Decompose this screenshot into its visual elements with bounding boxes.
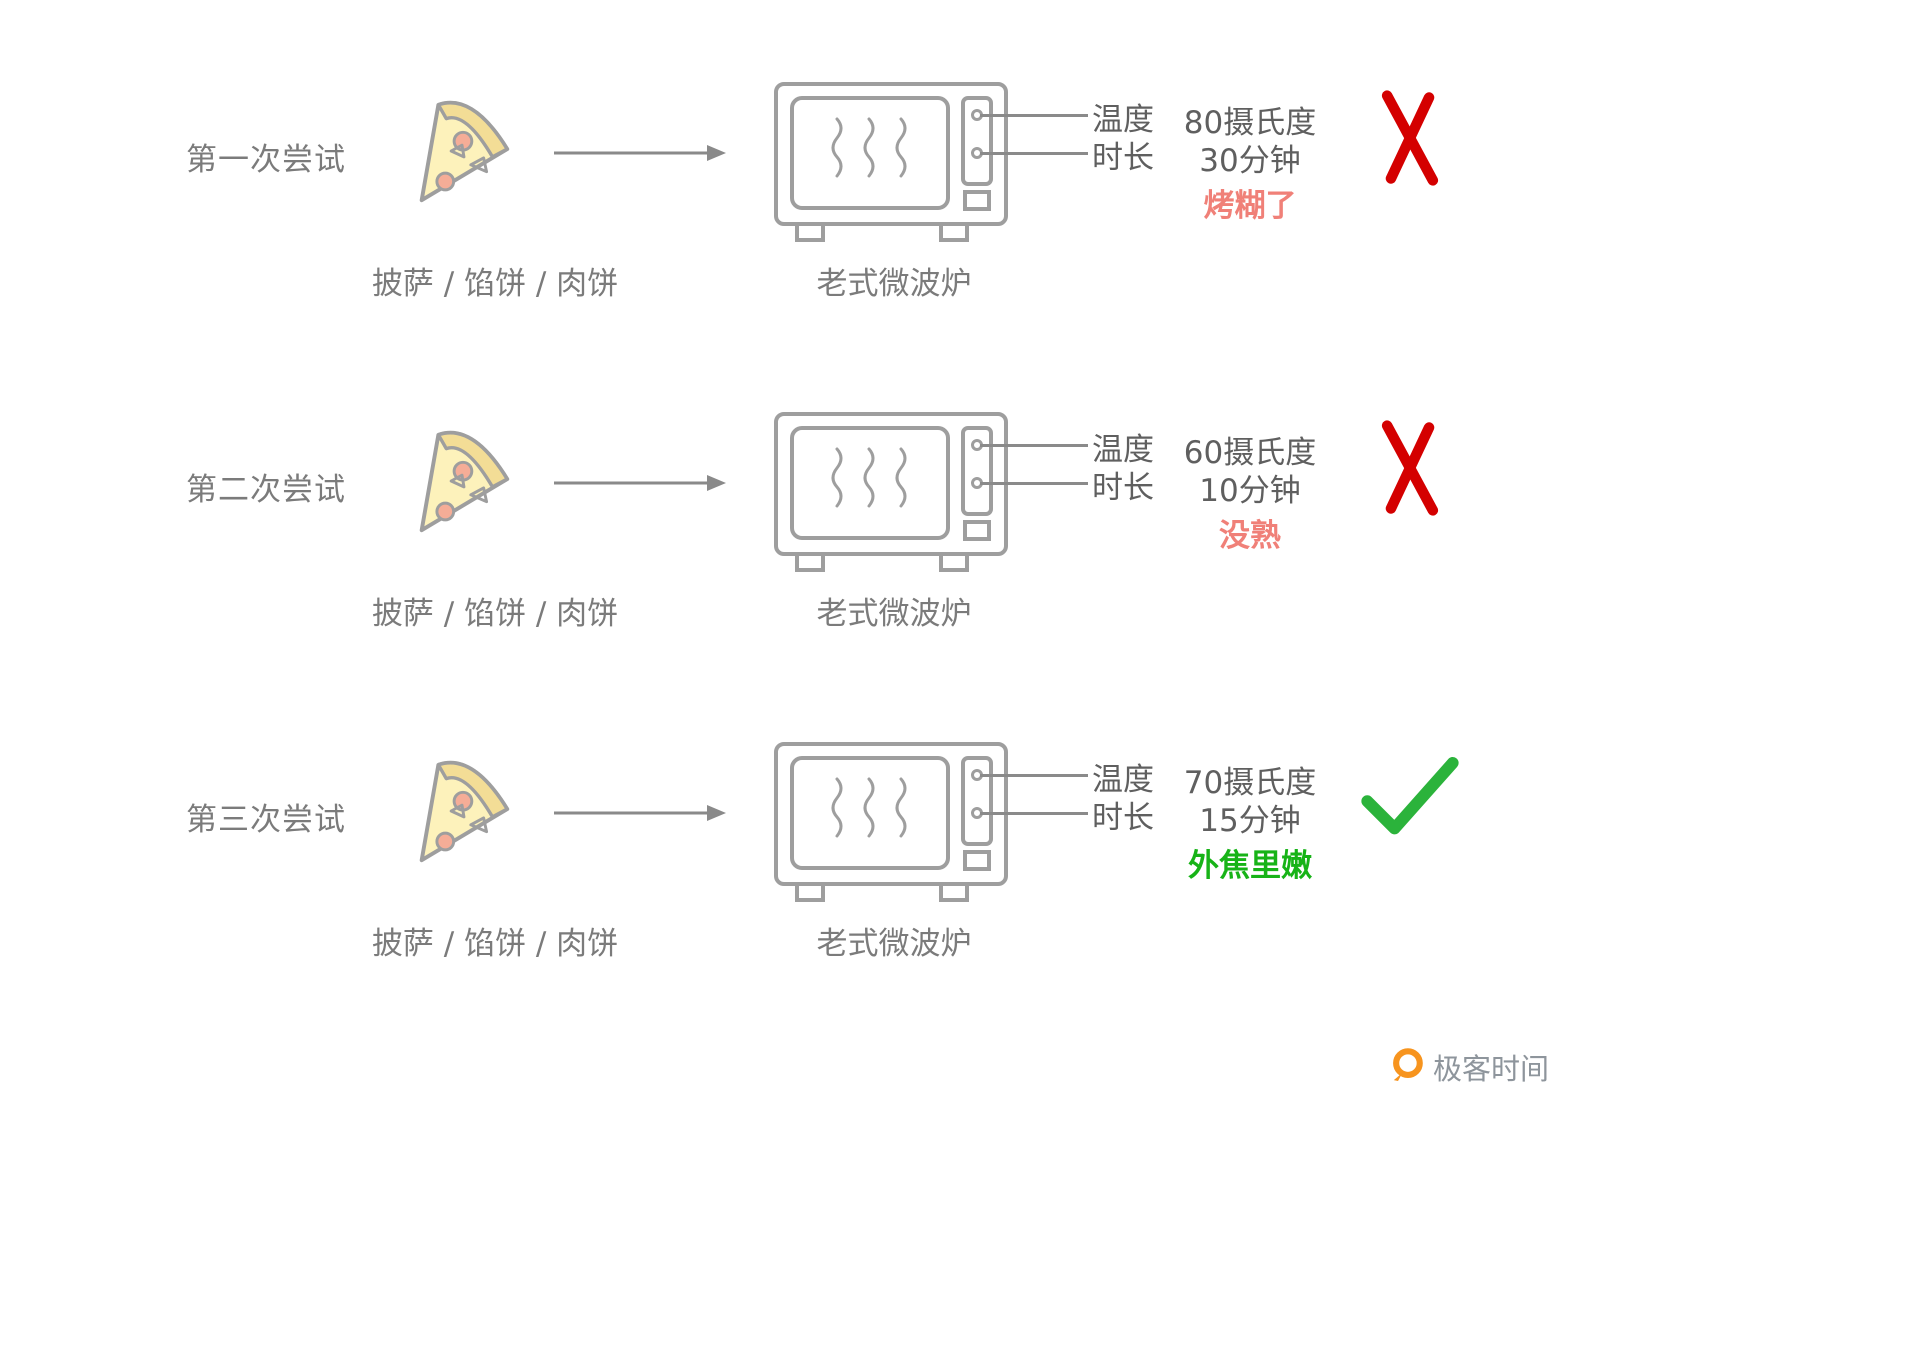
temp-connector-line (980, 774, 1088, 777)
attempt-row: 第二次尝试 披萨 / 馅饼 / 肉饼 (0, 368, 1920, 698)
time-connector-line (980, 152, 1088, 155)
time-label: 时长 (1092, 800, 1154, 836)
time-label: 时长 (1092, 140, 1154, 176)
temp-connector-line (980, 444, 1088, 447)
temp-value: 80摄氏度 (1183, 105, 1317, 141)
food-caption: 披萨 / 馅饼 / 肉饼 (371, 926, 619, 962)
arrow-icon (552, 801, 727, 825)
arrow-icon (552, 471, 727, 495)
temp-value: 60摄氏度 (1183, 435, 1317, 471)
food-caption: 披萨 / 馅饼 / 肉饼 (371, 266, 619, 302)
status-text: 外焦里嫩 (1188, 848, 1312, 884)
pizza-icon (402, 748, 520, 876)
brand-footer: 极客时间 (1390, 1046, 1549, 1088)
fail-x-icon (1352, 410, 1467, 525)
brand-name: 极客时间 (1433, 1052, 1550, 1086)
device-caption: 老式微波炉 (816, 266, 972, 302)
microwave-icon (773, 411, 1013, 581)
attempt-row: 第三次尝试 披萨 / 馅饼 / 肉饼 (0, 698, 1920, 1028)
arrow-icon (552, 141, 727, 165)
success-check-icon (1352, 740, 1467, 855)
microwave-icon (773, 81, 1013, 251)
microwave-icon (773, 741, 1013, 911)
time-value: 15分钟 (1199, 803, 1301, 839)
temp-label: 温度 (1092, 432, 1154, 468)
geektime-logo-icon (1390, 1048, 1424, 1086)
pizza-icon (402, 88, 520, 216)
attempt-label: 第三次尝试 (186, 802, 346, 838)
device-caption: 老式微波炉 (816, 926, 972, 962)
status-text: 没熟 (1219, 518, 1281, 554)
time-value: 30分钟 (1199, 143, 1301, 179)
attempt-label: 第一次尝试 (186, 142, 346, 178)
pizza-icon (402, 418, 520, 546)
time-value: 10分钟 (1199, 473, 1301, 509)
temp-value: 70摄氏度 (1183, 765, 1317, 801)
temp-label: 温度 (1092, 102, 1154, 138)
attempt-label: 第二次尝试 (186, 472, 346, 508)
time-label: 时长 (1092, 470, 1154, 506)
device-caption: 老式微波炉 (816, 596, 972, 632)
food-caption: 披萨 / 馅饼 / 肉饼 (371, 596, 619, 632)
temp-connector-line (980, 114, 1088, 117)
fail-x-icon (1352, 80, 1467, 195)
time-connector-line (980, 812, 1088, 815)
time-connector-line (980, 482, 1088, 485)
status-text: 烤糊了 (1203, 188, 1297, 224)
temp-label: 温度 (1092, 762, 1154, 798)
attempt-row: 第一次尝试 披萨 / 馅饼 / 肉饼 (0, 38, 1920, 368)
